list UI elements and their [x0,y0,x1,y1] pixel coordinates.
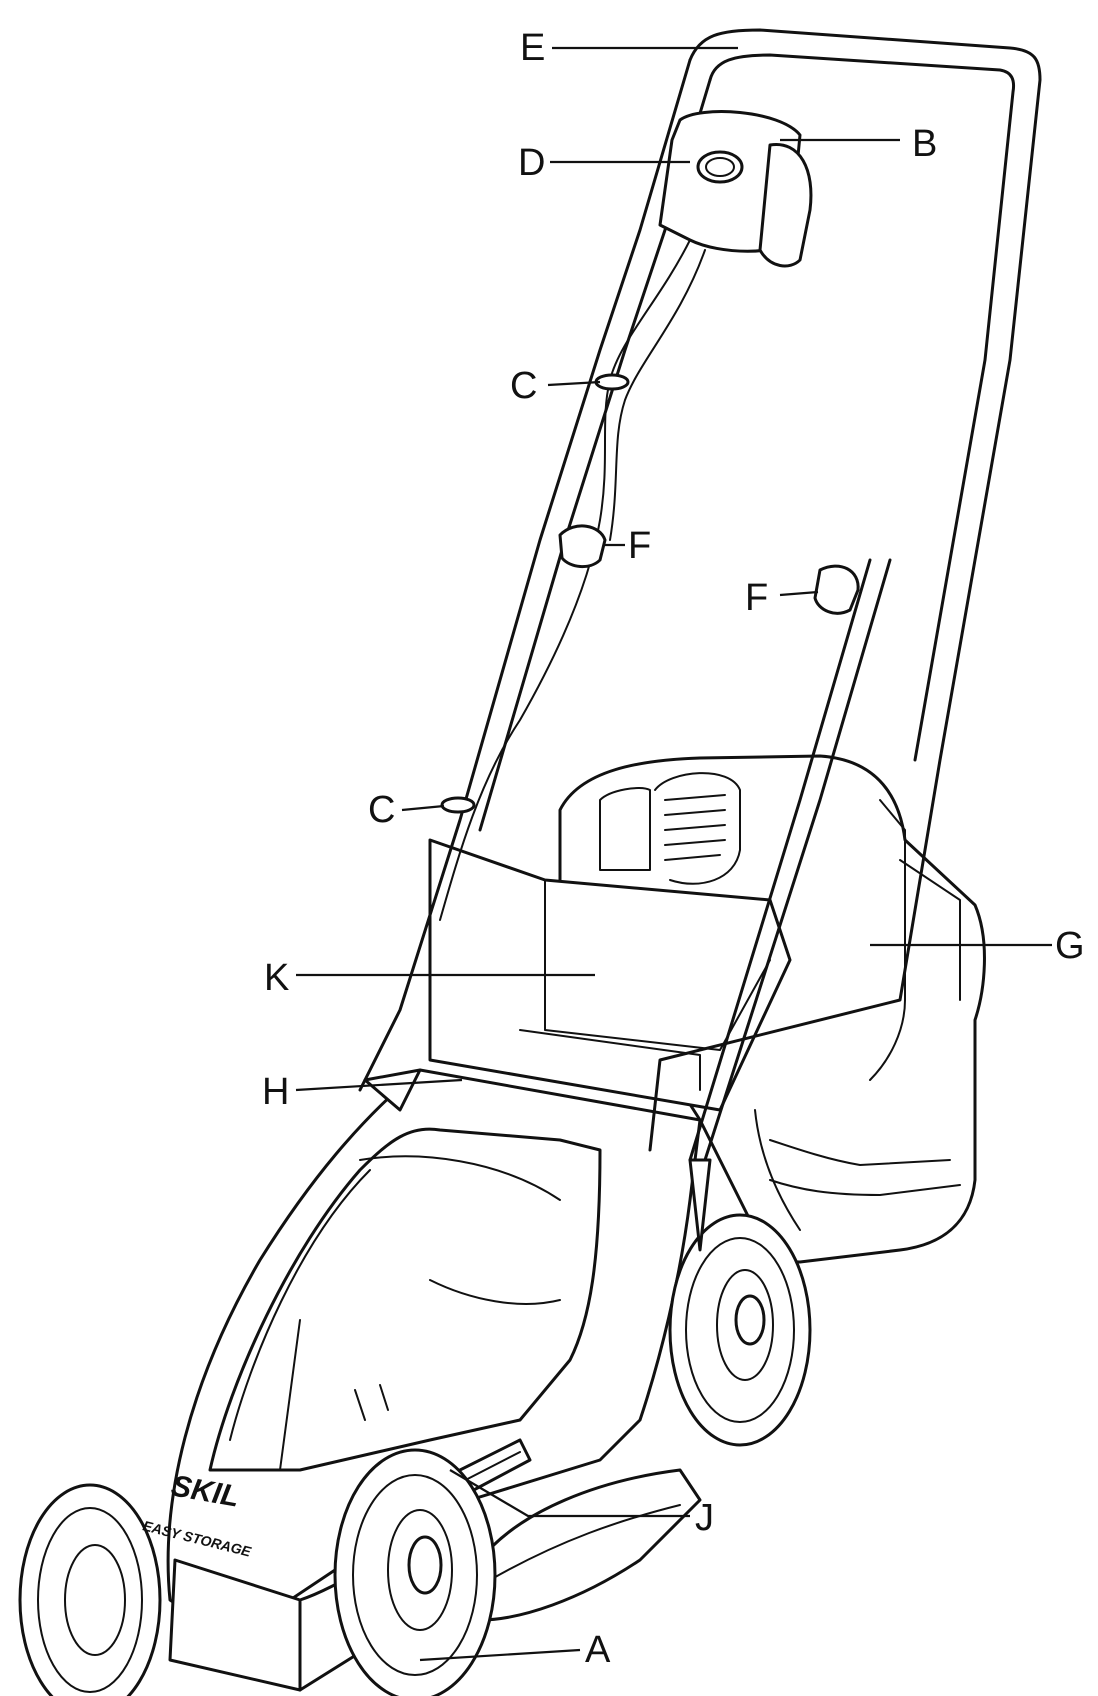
rear-right-wheel [668,1213,812,1447]
callout-h: H [262,1071,289,1113]
callout-f-left: F [628,525,651,567]
callout-k: K [264,957,289,999]
handle-frame [358,28,1042,1252]
callout-b: B [912,123,937,165]
callout-c-upper: C [510,365,537,407]
rear-cover [428,838,792,1112]
mower-deck [166,1068,702,1692]
callout-d: D [518,142,545,184]
callout-f-right: F [745,577,768,619]
callout-j: J [695,1497,714,1539]
leader-c-lower [401,804,445,812]
handle-knob-right [813,564,860,615]
callout-e: E [520,27,545,69]
leader-a [419,1648,581,1662]
switch-button-icon [696,150,744,184]
callout-g: G [1055,925,1085,967]
front-right-wheel [333,1448,497,1696]
leader-h [295,1078,463,1092]
callout-c-lower: C [368,789,395,831]
leader-f-right [779,590,819,597]
switch-box [658,110,813,268]
leader-c-upper [547,380,601,387]
front-left-wheel [18,1483,162,1696]
cable-clip-upper [594,373,630,391]
handle-knob-left [558,524,607,568]
leader-j [449,1469,690,1518]
callout-a: A [585,1629,611,1671]
cable-clip-lower [440,796,476,814]
leader-lines [295,46,1052,1662]
